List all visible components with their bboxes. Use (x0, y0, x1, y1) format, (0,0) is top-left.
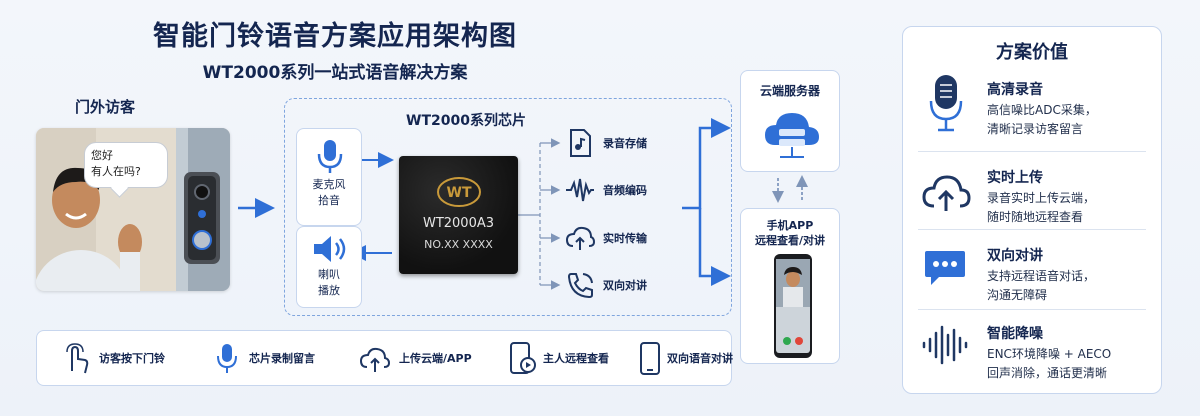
value-item-desc: 支持远程语音对话， (987, 269, 1096, 283)
speaker-icon (314, 236, 346, 262)
value-panel-title: 方案价值 (996, 42, 1068, 63)
recording-file-icon (570, 129, 591, 157)
function-label: 双向对讲 (603, 279, 647, 292)
page-subtitle: WT2000系列一站式语音解决方案 (202, 63, 468, 83)
page-title: 智能门铃语音方案应用架构图 (153, 21, 517, 52)
cloud-server-icon (765, 113, 819, 158)
function-label: 录音存储 (603, 137, 647, 150)
function-intercom: 双向对讲 (565, 270, 715, 300)
value-item-desc: 清晰记录访客留言 (987, 122, 1084, 136)
value-item-title: 高清录音 (987, 82, 1043, 98)
flow-step-label: 主人远程查看 (543, 352, 609, 365)
cloud-upload-icon (359, 347, 391, 372)
value-item-title: 智能降噪 (987, 326, 1043, 342)
value-item-desc: 随时随地远程查看 (987, 210, 1084, 224)
value-item-desc: 录音实时上传云端， (987, 191, 1096, 205)
smartphone-icon (640, 342, 660, 375)
cloud-upload-icon (565, 226, 595, 250)
waveform-icon (922, 325, 968, 365)
wt2000-chip: WT WT2000A3 NO.XX XXXX (399, 156, 518, 274)
arrow-to-cloud (682, 118, 731, 210)
speaker-label: 播放 (318, 284, 340, 297)
microphone-icon (317, 140, 343, 173)
value-item-desc: ENC环境降噪 + AECO (987, 347, 1112, 361)
value-divider (918, 309, 1146, 310)
function-encoding: 音频编码 (565, 175, 715, 205)
chip-section-title: WT2000系列芯片 (406, 113, 526, 129)
function-label: 音频编码 (603, 184, 647, 197)
phone-app-subtitle: 远程查看/对讲 (754, 234, 826, 247)
function-transfer: 实时传输 (565, 223, 715, 253)
chat-bubble-icon (925, 251, 965, 285)
cloud-upload-icon (922, 175, 971, 211)
chip-logo-text: WT (447, 185, 472, 201)
arrow-to-phone (698, 208, 731, 286)
function-label: 实时传输 (603, 232, 647, 245)
cloud-server-card: 云端服务器 (740, 70, 840, 172)
value-item-title: 双向对讲 (987, 248, 1043, 264)
smartphone-icon (774, 254, 812, 358)
chip-number: NO.XX XXXX (424, 238, 493, 251)
function-recording: 录音存储 (565, 128, 715, 158)
microphone-icon (929, 75, 963, 132)
speaker-card: 喇叭 播放 (296, 226, 362, 308)
value-divider (918, 151, 1146, 152)
chip-section-frame (284, 98, 732, 316)
value-divider (918, 229, 1146, 230)
phone-app-title: 手机APP (766, 219, 814, 232)
microphone-icon (217, 344, 237, 373)
phone-app-card: 手机APP 远程查看/对讲 (740, 208, 840, 364)
process-flow-bar: 访客按下门铃 芯片录制留言 上传云端/APP 主人远程查看 双向语音对讲 (36, 330, 733, 386)
microphone-label: 拾音 (318, 194, 340, 207)
microphone-card: 麦克风 拾音 (296, 128, 362, 226)
finger-press-icon (66, 343, 89, 374)
visitor-speech-bubble: 您好 有人在吗? (84, 142, 168, 188)
value-item-desc: 沟通无障碍 (987, 288, 1048, 302)
value-panel: 高清录音 高信噪比ADC采集， 清晰记录访客留言 实时上传 录音实时上传云端， … (902, 26, 1162, 394)
value-item-desc: 回声消除，通话更清晰 (987, 366, 1108, 380)
speaker-label: 喇叭 (318, 268, 340, 281)
phone-icon (567, 273, 593, 299)
phone-video-icon (510, 342, 536, 374)
speech-line: 您好 (91, 149, 113, 162)
visitor-label: 门外访客 (75, 98, 136, 116)
flow-step-label: 双向语音对讲 (667, 352, 733, 365)
speech-line: 有人在吗? (91, 165, 141, 178)
microphone-label: 麦克风 (312, 178, 346, 191)
flow-step-label: 上传云端/APP (399, 352, 472, 365)
cloud-server-label: 云端服务器 (759, 84, 820, 98)
value-item-title: 实时上传 (987, 170, 1043, 186)
wt-chip-logo: WT (437, 177, 481, 207)
flow-step-label: 访客按下门铃 (99, 352, 165, 365)
value-item-desc: 高信噪比ADC采集， (987, 103, 1097, 117)
phone-app-label: 手机APP 远程查看/对讲 (741, 218, 839, 248)
flow-step-label: 芯片录制留言 (249, 352, 315, 365)
waveform-icon (566, 178, 594, 202)
visitor-photo: 您好 有人在吗? (36, 128, 230, 291)
chip-model: WT2000A3 (422, 216, 495, 231)
